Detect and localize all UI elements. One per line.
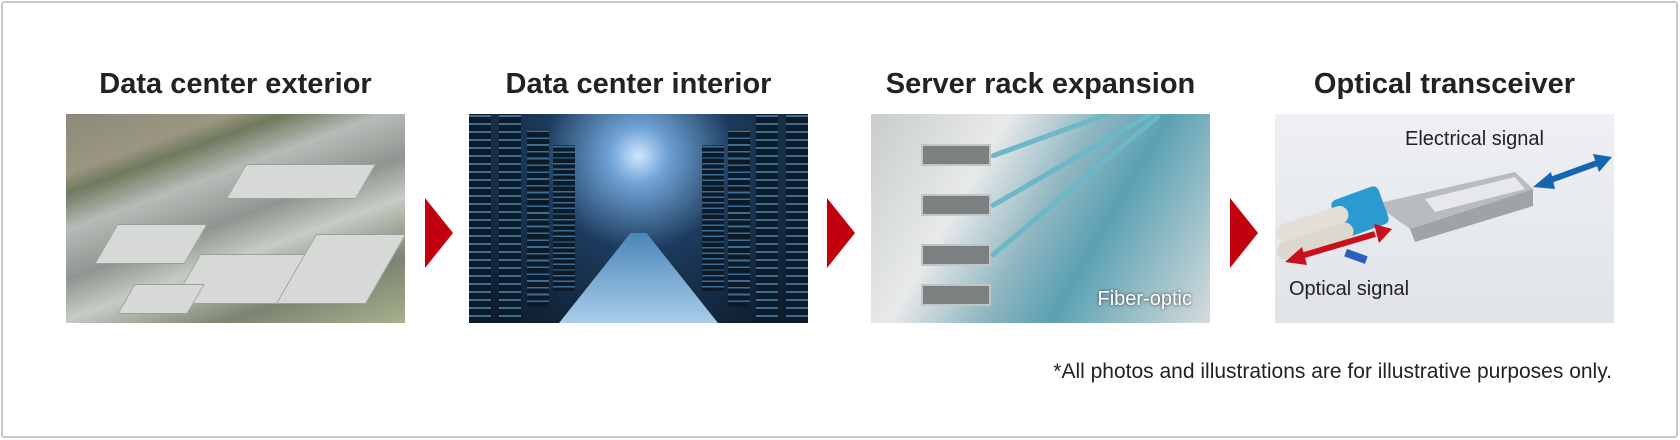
step-title: Data center interior	[505, 68, 772, 100]
transceiver-illustration	[1276, 154, 1612, 265]
step-title: Server rack expansion	[885, 68, 1196, 100]
step-server-rack: Server rack expansion Fiber-optic	[871, 64, 1210, 323]
electrical-signal-arrow	[1533, 154, 1612, 189]
server-rack-photo: Fiber-optic	[871, 114, 1210, 323]
step-transceiver: Optical transceiver Electrical signal Op…	[1275, 64, 1614, 323]
step-exterior: Data center exterior	[66, 64, 405, 323]
footnote: *All photos and illustrations are for il…	[1053, 360, 1612, 383]
fiber-optic-label: Fiber-optic	[1097, 288, 1192, 310]
step-interior: Data center interior	[469, 64, 808, 323]
step-title: Data center exterior	[99, 68, 372, 100]
flow-arrow	[425, 198, 453, 268]
electrical-signal-label: Electrical signal	[1405, 128, 1544, 150]
flow-arrow	[827, 198, 855, 268]
data-center-interior-photo	[469, 114, 808, 323]
step-title: Optical transceiver	[1313, 68, 1576, 100]
optical-transceiver-photo: Electrical signal Optical signal	[1275, 114, 1614, 323]
data-center-exterior-photo	[66, 114, 405, 323]
optical-signal-arrow	[1285, 224, 1392, 265]
flow-arrow	[1230, 198, 1258, 268]
optical-signal-label: Optical signal	[1289, 278, 1410, 300]
